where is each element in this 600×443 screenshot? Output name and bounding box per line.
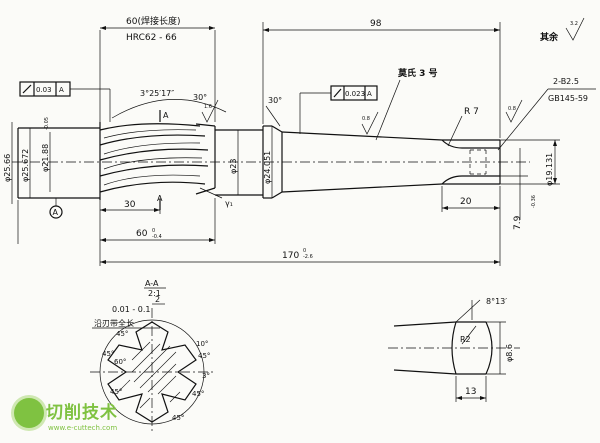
- runout1-datum: A: [59, 86, 64, 94]
- dia-86: φ8.6: [505, 344, 514, 362]
- weld-length-dim: 60(焊接长度): [126, 15, 180, 27]
- svg-text:3.2: 3.2: [570, 21, 578, 27]
- angle-45-b: 45°: [102, 350, 114, 358]
- length-170-tol-upper: 0: [303, 248, 306, 254]
- runout1-value: 0.03: [36, 86, 52, 94]
- angle-45-a: 45°: [116, 330, 128, 338]
- center-hole-label: 2-B2.5: [553, 77, 579, 86]
- svg-text:1.6: 1.6: [204, 104, 212, 110]
- standard-label: GB145-59: [548, 94, 588, 103]
- r7-label: R 7: [464, 107, 479, 117]
- section-aa-scale: 2:1: [148, 289, 161, 298]
- svg-text:其余: 其余: [540, 31, 559, 43]
- morse-taper-label: 莫氏 3 号: [397, 67, 438, 79]
- tang-detail: 8°13′ R2 φ8.6 13: [388, 297, 520, 402]
- length-60-tol-upper: 0: [152, 228, 155, 234]
- logo-text: 切削技术: [46, 403, 118, 423]
- roughness-symbol-2: 0.8: [361, 111, 379, 135]
- datum-a-label: A: [53, 208, 59, 217]
- length-20-dim: 20: [460, 197, 472, 207]
- dia-2188-tol: -0.05: [44, 117, 50, 130]
- section-mark-a-top: A: [163, 111, 169, 120]
- hardness-label: HRC62 - 66: [126, 33, 177, 43]
- dia-24051: φ24.051: [263, 151, 272, 184]
- angle-45-f: 45°: [172, 414, 184, 422]
- section-aa-title: A-A: [145, 279, 159, 288]
- dim-2: 2: [155, 295, 160, 304]
- svg-text:0.8: 0.8: [508, 106, 516, 112]
- taper-shank: [281, 131, 501, 193]
- dia-25672: φ25.672: [21, 149, 30, 182]
- length-170-tol-lower: -2.6: [303, 254, 313, 260]
- angle-3-25-17: 3°25′17″: [140, 89, 174, 98]
- length-60-tol-lower: -0.4: [152, 234, 162, 240]
- roughness-symbol-3: 0.8: [505, 99, 523, 123]
- runout-frame-1: 0.03 A: [19, 81, 111, 122]
- length-79-tol: -0.36: [531, 195, 537, 208]
- cutter-head: [17, 122, 216, 200]
- neck: [215, 125, 283, 199]
- runout-frame-2: 0.023 A: [299, 85, 378, 134]
- gamma-label: γ₁: [225, 199, 233, 208]
- angle-10: 10°: [196, 340, 208, 348]
- dia-23: φ23: [229, 159, 238, 174]
- helix-angle-arc: [111, 99, 227, 119]
- site-logo: 切削技术 www.e-cuttech.com: [8, 396, 148, 438]
- angle-8-13: 8°13′: [486, 297, 507, 306]
- edge-band-dim: 0.01 - 0.1: [112, 305, 151, 314]
- logo-url: www.e-cuttech.com: [48, 424, 118, 432]
- section-aa: [90, 308, 214, 432]
- dia-2566: φ25.66: [3, 154, 12, 182]
- dia-19131: φ19.131: [545, 153, 554, 186]
- angle-45-c: 45°: [198, 352, 210, 360]
- svg-text:0.8: 0.8: [362, 116, 370, 122]
- length-170-dim: 170: [282, 251, 299, 261]
- logo-leaf-icon: [14, 398, 44, 428]
- length-30-dim: 30: [124, 200, 136, 210]
- angle-45-e: 45°: [110, 388, 122, 396]
- runout2-value: 0.023: [345, 90, 365, 98]
- length-60-dim: 60: [136, 229, 148, 239]
- roughness-symbol-1: 1.6: [201, 99, 219, 123]
- roughness-remainder: 其余 3.2: [540, 17, 585, 43]
- angle-3: 3°: [202, 372, 210, 380]
- angle-30-top: 30°: [193, 93, 207, 102]
- length-79-dim: 7.9: [513, 215, 523, 230]
- runout2-datum: A: [367, 90, 372, 98]
- angle-45-d: 45°: [192, 390, 204, 398]
- angle-60: 60°: [114, 358, 126, 366]
- section-mark-a-bottom: A: [157, 194, 163, 203]
- angle-30-neck: 30°: [268, 96, 282, 105]
- edge-band-label: 沿刃带全长: [94, 318, 134, 328]
- length-98-dim: 98: [370, 19, 382, 29]
- length-13-dim: 13: [465, 387, 476, 397]
- dia-2188: φ21.88: [41, 144, 50, 172]
